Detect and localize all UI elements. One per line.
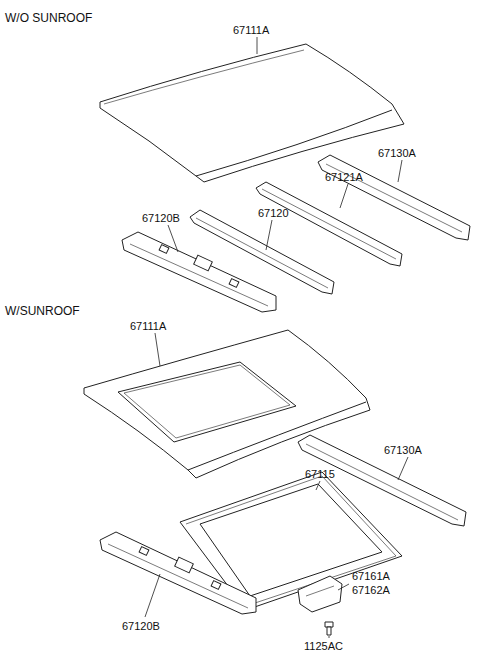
leader-line: [257, 37, 258, 54]
callout-number: 67130A: [378, 147, 416, 159]
callout-number: 67120B: [122, 620, 160, 632]
section-heading: W/O SUNROOF: [5, 12, 92, 25]
rail-bracket: [194, 255, 213, 271]
bolt-shank: [327, 627, 331, 635]
leader-line: [316, 481, 320, 490]
leader-line: [155, 333, 160, 366]
callout-number: 67115: [305, 468, 335, 480]
callout-number: 67111A: [130, 320, 166, 332]
callout-number: 67162A: [352, 584, 390, 596]
rail-hole: [159, 245, 169, 254]
leader-line: [338, 584, 349, 590]
bow-flange: [262, 189, 396, 259]
leader-line: [398, 457, 408, 480]
leader-line: [266, 220, 272, 250]
rail-flange: [130, 244, 268, 306]
rail-hole: [229, 279, 239, 288]
rail-flange: [108, 544, 248, 608]
leader-line: [340, 184, 348, 208]
rail-bracket: [175, 557, 194, 573]
roof-panel: [100, 44, 404, 182]
roof-edge: [196, 110, 392, 176]
section-heading: W/SUNROOF: [5, 305, 80, 318]
rail-hole: [211, 581, 221, 590]
front-rail: [122, 232, 276, 312]
opening-flange: [124, 365, 290, 438]
leader-lines: [145, 37, 408, 638]
frame-bracket: [298, 576, 342, 612]
leader-line: [398, 160, 402, 182]
rail-flange: [326, 164, 462, 232]
callout-number: 67111A: [233, 24, 269, 36]
leader-line: [329, 636, 330, 638]
frame-flange: [186, 476, 396, 606]
roof-edge: [104, 50, 304, 104]
bolt-head: [325, 622, 333, 627]
bracket-rib: [306, 586, 334, 596]
callout-number: 67130A: [384, 444, 422, 456]
rail-hole: [139, 547, 149, 556]
sunroof-opening: [118, 362, 296, 442]
leader-line: [168, 225, 178, 252]
callout-number: 67121A: [325, 171, 363, 183]
callout-number: 1125AC: [304, 640, 343, 652]
front-rail: [100, 532, 256, 614]
callout-number: 67120B: [142, 212, 180, 224]
leader-line: [145, 574, 160, 617]
callout-number: 67161A: [352, 570, 390, 582]
callout-number: 67120: [258, 207, 289, 219]
